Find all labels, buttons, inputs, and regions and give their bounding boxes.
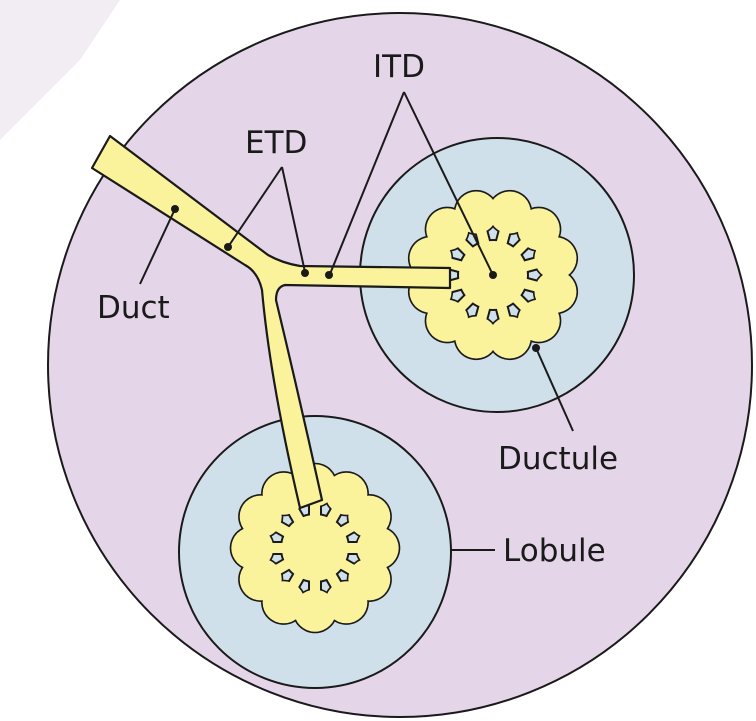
lobule-center xyxy=(282,515,348,581)
label-duct: Duct xyxy=(97,290,170,326)
marker-etd-left xyxy=(224,243,232,251)
lobule-lower xyxy=(179,416,451,688)
marker-etd-right xyxy=(301,269,309,277)
marker-itd-duct xyxy=(325,271,333,279)
label-ductule: Ductule xyxy=(498,441,618,477)
label-lobule: Lobule xyxy=(503,533,606,569)
label-itd: ITD xyxy=(373,49,425,85)
marker-ductule xyxy=(532,344,540,352)
marker-itd-lobule xyxy=(489,271,497,279)
marker-duct xyxy=(171,205,179,213)
ductule-bulb xyxy=(348,496,390,538)
label-etd: ETD xyxy=(245,125,307,161)
ductule-bulb xyxy=(518,208,560,250)
